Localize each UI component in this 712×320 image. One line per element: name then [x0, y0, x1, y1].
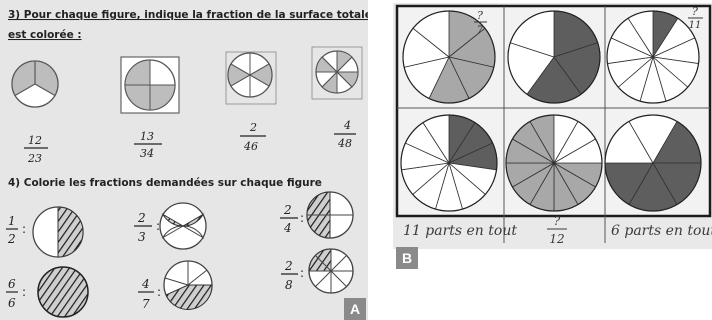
- worksheet-canvas: 3) Pour chaque figure, indique la fracti…: [0, 0, 368, 320]
- svg-text:12: 12: [549, 232, 564, 246]
- svg-text:13: 13: [140, 130, 154, 143]
- panel-a-label: A: [344, 298, 366, 320]
- ex3-answer-2: 13 34: [134, 130, 162, 160]
- svg-text:1: 1: [8, 214, 16, 228]
- ex4-item-2: 2 3 :: [134, 202, 207, 250]
- svg-text:8: 8: [285, 278, 293, 292]
- svg-text::: :: [22, 285, 26, 299]
- exercise4-title: 4) Colorie les fractions demandées sur c…: [8, 177, 322, 189]
- pie-3: [606, 10, 700, 104]
- pie-3-outline: [606, 10, 700, 104]
- svg-text:6: 6: [8, 296, 16, 310]
- pie-5-outline: [505, 114, 603, 212]
- pie-2-outline: [507, 10, 601, 104]
- pie-4-outline: [400, 114, 498, 212]
- ex3-circle-thirds: [11, 60, 59, 108]
- svg-text::: :: [300, 211, 304, 225]
- svg-text:4: 4: [283, 221, 292, 235]
- svg-text::: :: [22, 222, 26, 236]
- svg-text:2: 2: [283, 203, 292, 217]
- exercise3-title-line2: est colorée :: [8, 29, 82, 41]
- ex4-item-5: 4 7 :: [138, 260, 213, 311]
- top-label-right: ? 11: [688, 5, 703, 31]
- pie-5: [505, 114, 603, 212]
- panel-b-label: B: [396, 247, 418, 269]
- ex4-item-6: 2 8 :: [281, 248, 354, 294]
- svg-text:2: 2: [137, 211, 146, 225]
- svg-text:2: 2: [249, 121, 257, 134]
- svg-text:46: 46: [243, 140, 258, 153]
- pie-group: [400, 10, 702, 212]
- pie-6: [604, 114, 702, 212]
- ex3-circle-sixths: [225, 51, 277, 105]
- svg-text:11: 11: [689, 20, 702, 31]
- ex3-answer-3: 2 46: [240, 121, 266, 153]
- pie-1: [402, 10, 496, 104]
- pie-2: [507, 10, 601, 104]
- svg-text:?: ?: [692, 5, 698, 18]
- svg-text:23: 23: [27, 152, 42, 165]
- top-label-left: ? 7: [474, 9, 487, 36]
- ex3-circle-eighths: [311, 46, 363, 100]
- exercise3-title-line1: 3) Pour chaque figure, indique la fracti…: [8, 9, 368, 21]
- svg-text::: :: [156, 219, 160, 233]
- pie-4: [400, 114, 498, 212]
- svg-text::: :: [300, 266, 304, 280]
- bottom-label-right: 6 parts en tout: [611, 223, 712, 239]
- svg-text:?: ?: [554, 214, 561, 228]
- svg-text:7: 7: [142, 297, 150, 311]
- bottom-label-middle: ? 12: [547, 214, 567, 246]
- ex4-item-1: 1 2 :: [6, 206, 84, 258]
- svg-text:3: 3: [138, 230, 146, 244]
- svg-text:34: 34: [140, 147, 154, 160]
- svg-text:?: ?: [477, 9, 483, 22]
- svg-text:2: 2: [284, 259, 293, 273]
- ex4-item-4: 6 6 :: [6, 266, 89, 318]
- svg-text:12: 12: [28, 134, 42, 147]
- ex4-item-3: 2 4 :: [280, 191, 354, 239]
- pie-grid-canvas: ? 7 ? 11 11 parts en tout ? 12 6 parts e…: [393, 3, 712, 249]
- svg-text:4: 4: [141, 277, 150, 291]
- pie-1-outline: [402, 10, 496, 104]
- svg-text:6: 6: [8, 277, 16, 291]
- pie-6-outline: [604, 114, 702, 212]
- bottom-label-left: 11 parts en tout: [403, 223, 517, 239]
- panel-b-pie-grid-photo: ? 7 ? 11 11 parts en tout ? 12 6 parts e…: [393, 3, 712, 249]
- svg-text:4: 4: [343, 119, 351, 132]
- ex3-square-quarters: [120, 56, 180, 114]
- svg-text:2: 2: [7, 232, 16, 246]
- ex3-answer-4: 4 48: [334, 119, 356, 150]
- svg-text:7: 7: [477, 25, 484, 36]
- svg-text::: :: [157, 285, 161, 299]
- panel-a-worksheet-photo: 3) Pour chaque figure, indique la fracti…: [0, 0, 368, 320]
- ex3-answer-1: 12 23: [24, 134, 48, 165]
- svg-text:48: 48: [337, 137, 352, 150]
